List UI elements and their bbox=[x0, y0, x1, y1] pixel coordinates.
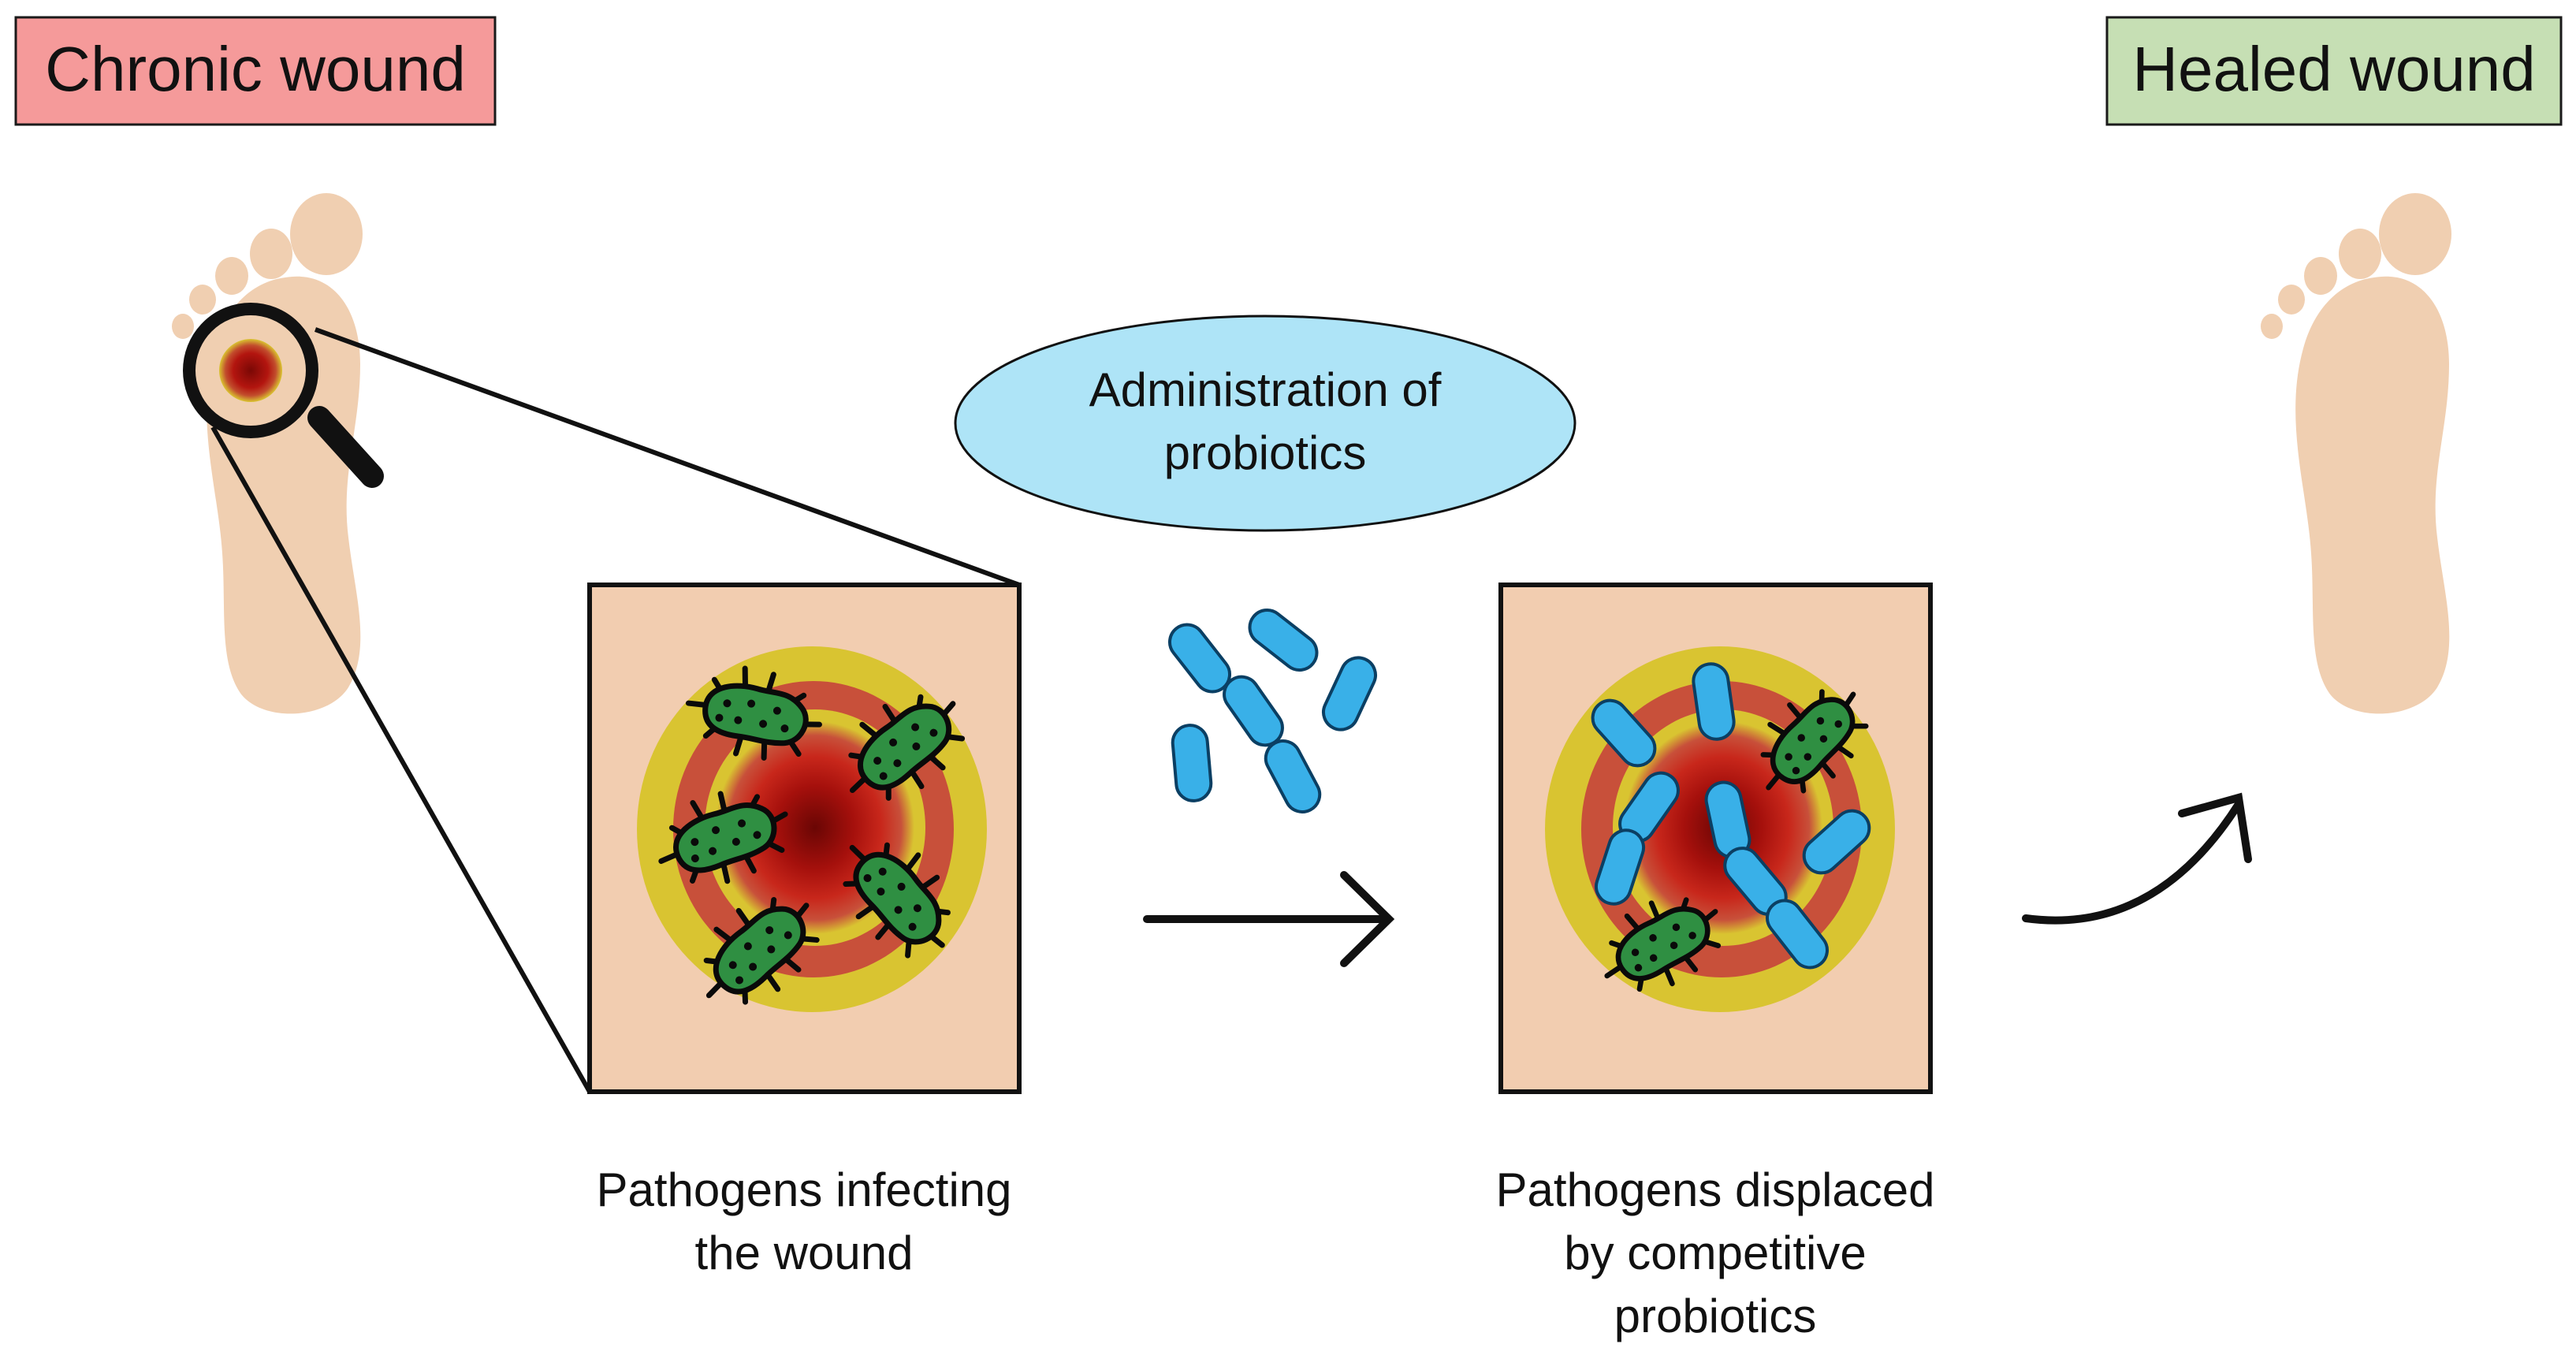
administration-label-line2: probiotics bbox=[1164, 426, 1367, 479]
left-caption-line2: the wound bbox=[695, 1227, 914, 1279]
probiotic-wound-panel bbox=[1498, 583, 1933, 1094]
administration-ellipse bbox=[954, 315, 1576, 532]
administration-label-line1: Administration of bbox=[1089, 363, 1442, 416]
right-caption-line3: probiotics bbox=[1614, 1290, 1817, 1342]
progression-arrow bbox=[1143, 871, 1395, 967]
floating-probiotics bbox=[1167, 608, 1377, 813]
left-foot bbox=[172, 193, 363, 714]
zoom-line-top bbox=[314, 327, 1021, 587]
healed-wound-label: Healed wound bbox=[2132, 34, 2535, 104]
wound-probiotics bbox=[1591, 662, 1871, 970]
magnifying-glass-icon bbox=[183, 303, 384, 488]
left-caption-line1: Pathogens infecting bbox=[596, 1163, 1011, 1216]
right-foot bbox=[2261, 193, 2451, 714]
healing-arrow bbox=[2022, 792, 2252, 925]
right-caption-line2: by competitive bbox=[1564, 1227, 1867, 1279]
zoom-line-bottom bbox=[210, 426, 592, 1093]
healed-wound-box bbox=[2105, 16, 2563, 126]
right-caption-line1: Pathogens displaced bbox=[1495, 1163, 1934, 1216]
chronic-wound-label: Chronic wound bbox=[45, 34, 466, 104]
infected-wound-panel bbox=[587, 583, 1022, 1094]
chronic-wound-box bbox=[14, 16, 497, 126]
